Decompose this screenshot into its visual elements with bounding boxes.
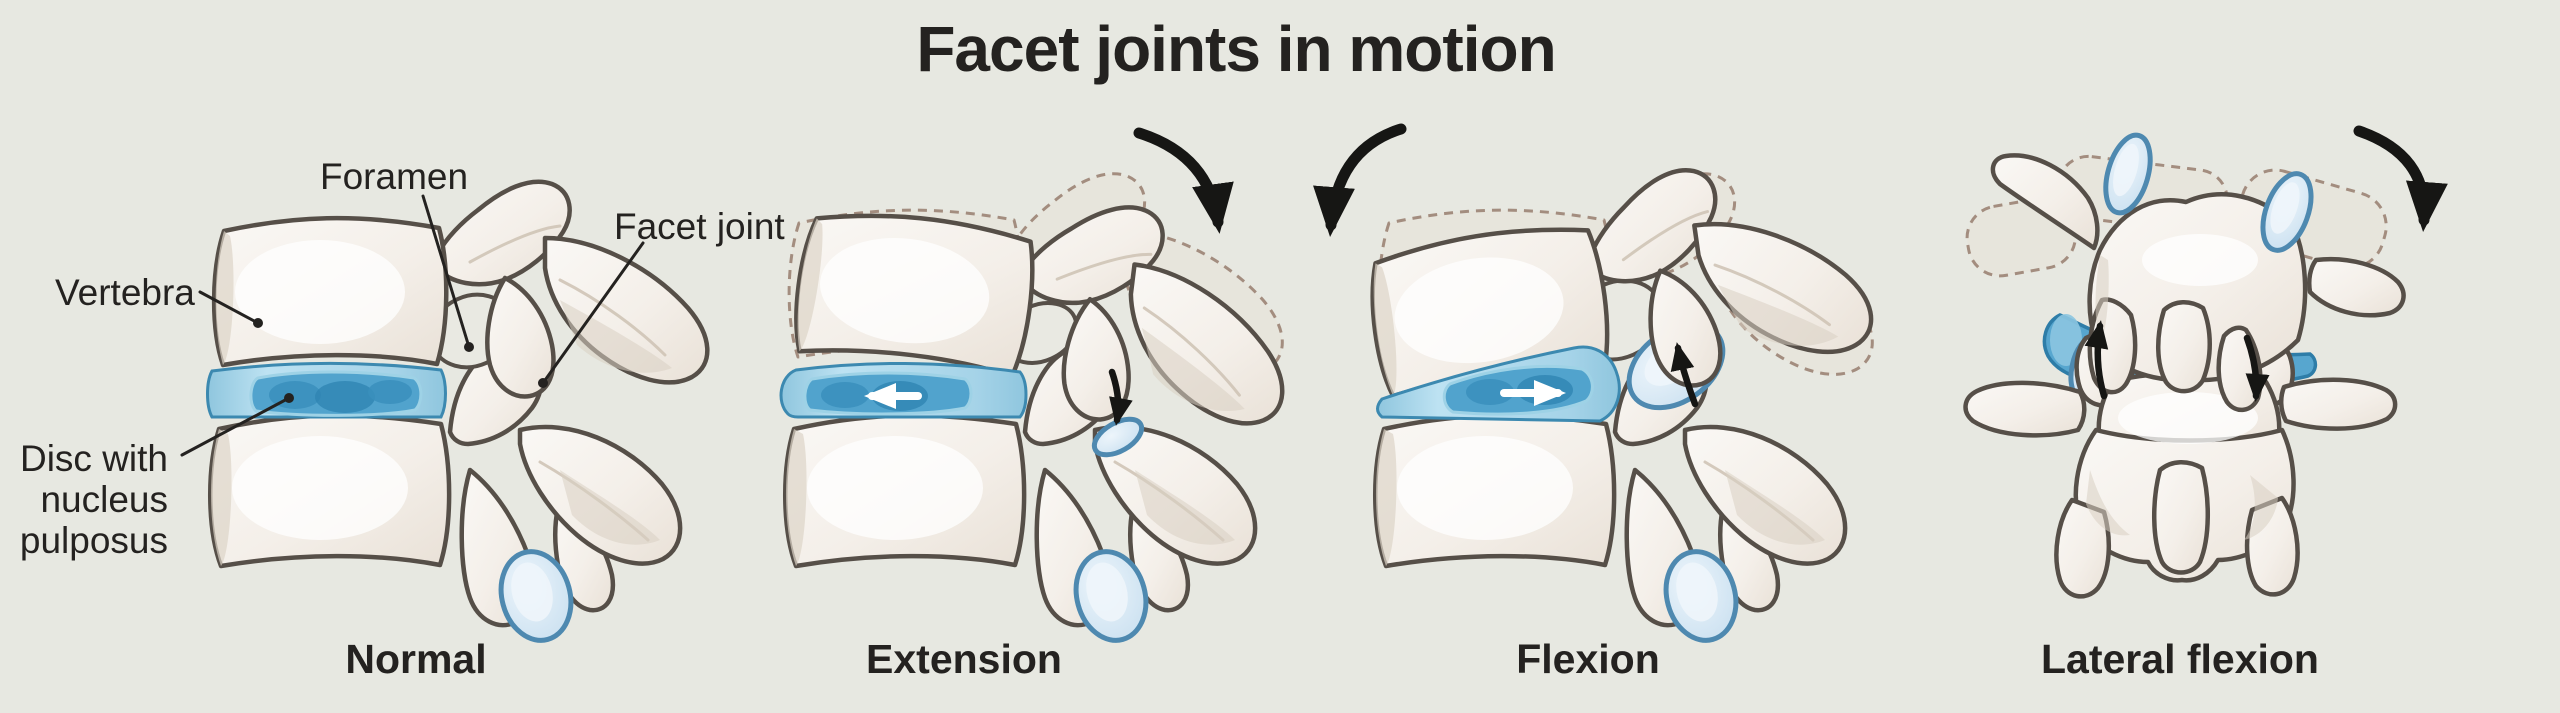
label-disc-line2: nucleus (40, 479, 168, 520)
vertebra-leader-dot (253, 318, 263, 328)
caption-extension: Extension (866, 636, 1062, 682)
rotation-arrow-extension (1133, 127, 1234, 234)
caption-normal: Normal (345, 636, 487, 682)
panel-lateral-flexion-illustration (1963, 125, 2448, 599)
label-leader-lines (180, 194, 645, 457)
foramen-leader-line (421, 194, 471, 349)
facet-motion-arrow-lateral-left (2084, 320, 2109, 400)
disc-leader-dot (284, 393, 294, 403)
label-disc-line3: pulposus (19, 520, 168, 561)
facet-motion-arrow-lateral-right (2243, 334, 2270, 402)
label-disc-line1: Disc with (19, 438, 168, 479)
disc-leader-line (180, 396, 291, 457)
panel-normal-illustration (206, 182, 708, 649)
caption-flexion: Flexion (1516, 636, 1660, 682)
label-facet-joint: Facet joint (614, 206, 785, 247)
rotation-arrow-lateral (2353, 125, 2448, 232)
disc-normal (206, 361, 447, 419)
facet-joint-leader-dot (538, 378, 548, 388)
caption-lateral-flexion: Lateral flexion (2041, 636, 2319, 682)
label-disc-nucleus: Disc with nucleus pulposus (0, 438, 168, 561)
lateral-lower-vertebra (1963, 332, 2398, 599)
lateral-upper-vertebra (1990, 132, 2406, 412)
label-foramen: Foramen (320, 156, 469, 197)
foramen-leader-dot (464, 342, 474, 352)
vertebra-leader-line (198, 290, 260, 325)
panel-flexion-illustration (1313, 123, 1877, 648)
superior-facet-cartilage-left (2103, 132, 2153, 216)
disc-extension (779, 362, 1028, 419)
label-vertebra: Vertebra (55, 272, 195, 313)
superior-facet-cartilage-right (2260, 171, 2314, 253)
panel-extension-illustration (779, 127, 1302, 648)
page-title: Facet joints in motion (916, 13, 1556, 85)
facet-motion-arrow-flexion (1670, 342, 1699, 408)
rotation-arrow-flexion (1313, 123, 1407, 237)
facet-motion-arrow-extension (1108, 368, 1133, 426)
facet-joint-leader-line (541, 241, 645, 385)
